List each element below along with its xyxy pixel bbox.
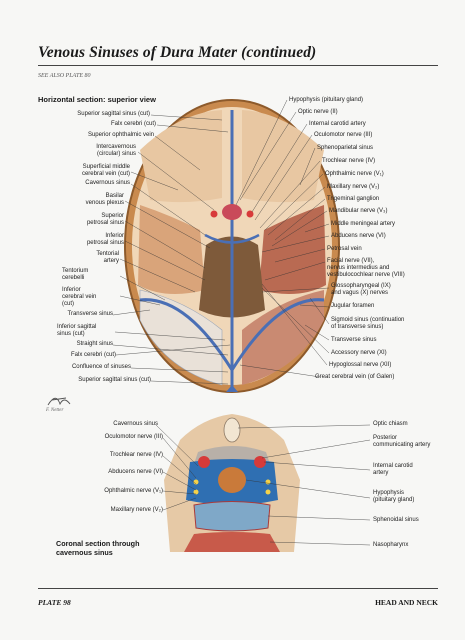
horizontal-label-right: Oculomotor nerve (III) bbox=[314, 132, 373, 138]
middle-fossa-right bbox=[259, 205, 326, 294]
coronal-section-illustration bbox=[164, 414, 300, 552]
horizontal-label-right: Maxillary nerve (V₂) bbox=[327, 184, 380, 190]
anterior-fossa-left bbox=[140, 110, 222, 203]
horizontal-label-left: Falx cerebri (cut) bbox=[70, 352, 116, 358]
horizontal-label-right: Glossopharyngeal (IX)and vagus (X) nerve… bbox=[331, 283, 391, 296]
carotid-coronal-left bbox=[198, 456, 210, 468]
nerve-coronal-left-1 bbox=[193, 479, 199, 485]
page-title: Venous Sinuses of Dura Mater (continued) bbox=[38, 44, 317, 61]
horizontal-label-right: Trigeminal ganglion bbox=[327, 196, 380, 202]
coronal-label-right: Hypophysis(pituitary gland) bbox=[373, 490, 415, 503]
horizontal-label-left: Superior ophthalmic vein bbox=[87, 132, 154, 138]
horizontal-label-left: Superior sagittal sinus (cut) bbox=[78, 377, 151, 383]
horizontal-label-right: Hypophysis (pituitary gland) bbox=[289, 97, 364, 103]
tentorium-left bbox=[139, 289, 223, 386]
horizontal-label-right: Great cerebral vein (of Galen) bbox=[315, 374, 395, 380]
horizontal-label-left: Confluence of sinuses bbox=[71, 364, 131, 370]
title-rule bbox=[38, 65, 438, 66]
horizontal-label-right: Petrosal vein bbox=[327, 246, 362, 252]
hypophysis-mark bbox=[222, 204, 242, 220]
carotid-coronal-right bbox=[254, 456, 266, 468]
optic-chiasm-mark bbox=[223, 417, 241, 443]
signature: F. Netter bbox=[46, 408, 64, 413]
horizontal-label-right: Sphenoparietal sinus bbox=[317, 145, 374, 151]
horizontal-label-right: Abducens nerve (VI) bbox=[331, 233, 386, 239]
coronal-label-left: Abducens nerve (VI) bbox=[108, 469, 163, 475]
horizontal-label-right: Mandibular nerve (V₃) bbox=[329, 208, 388, 214]
coronal-label-left: Ophthalmic nerve (V₁) bbox=[104, 488, 163, 494]
horizontal-label-left: Cavernous sinus bbox=[85, 180, 130, 186]
horizontal-label-right: Transverse sinus bbox=[331, 337, 377, 343]
horizontal-label-right: Facial nerve (VII),nervus intermedius an… bbox=[327, 258, 405, 278]
hypophysis-coronal bbox=[218, 467, 246, 493]
anterior-fossa-right bbox=[242, 110, 324, 203]
horizontal-label-right: Internal carotid artery bbox=[309, 121, 366, 127]
horizontal-label-right: Ophthalmic nerve (V₁) bbox=[325, 171, 384, 177]
nerve-coronal-right-1 bbox=[265, 479, 271, 485]
coronal-label-left: Oculomotor nerve (III) bbox=[104, 434, 163, 440]
see-also-note: SEE ALSO PLATE 80 bbox=[38, 73, 91, 79]
carotid-left-mark bbox=[210, 210, 218, 218]
coronal-label-left: Maxillary nerve (V₂) bbox=[110, 507, 163, 513]
coronal-label-right: Nasopharynx bbox=[373, 542, 409, 548]
horizontal-label-right: Jugular foramen bbox=[331, 303, 375, 309]
horizontal-label-left: Transverse sinus bbox=[67, 311, 113, 317]
coronal-label-left: Trochlear nerve (IV) bbox=[109, 452, 163, 458]
horizontal-label-left: Straight sinus bbox=[76, 341, 113, 347]
horizontal-label-right: Hypoglossal nerve (XII) bbox=[329, 362, 392, 368]
coronal-label-left: Cavernous sinus bbox=[113, 421, 158, 427]
plate-number: PLATE 98 bbox=[38, 598, 71, 607]
cerebellar-area-right bbox=[242, 290, 324, 385]
footer-rule bbox=[38, 588, 438, 589]
nerve-coronal-left-2 bbox=[193, 489, 199, 495]
horizontal-label-right: Optic nerve (II) bbox=[298, 109, 338, 115]
horizontal-label-left: Falx cerebri (cut) bbox=[110, 121, 156, 127]
horizontal-label-right: Accessory nerve (XI) bbox=[331, 350, 387, 356]
confluence-mark bbox=[226, 385, 238, 392]
horizontal-label-left: Superior sagittal sinus (cut) bbox=[77, 111, 150, 117]
sphenoidal-sinus bbox=[193, 501, 271, 532]
carotid-right-mark bbox=[246, 210, 254, 218]
nerve-coronal-right-2 bbox=[265, 489, 271, 495]
horizontal-label-right: Middle meningeal artery bbox=[331, 221, 396, 227]
signature-mark bbox=[47, 397, 71, 406]
nasopharynx bbox=[184, 532, 280, 552]
coronal-label-right: Sphenoidal sinus bbox=[373, 517, 419, 523]
horizontal-section-illustration bbox=[124, 99, 340, 393]
horizontal-label-right: Trochlear nerve (IV) bbox=[322, 158, 376, 164]
section-heading: Horizontal section: superior view bbox=[38, 95, 156, 104]
coronal-label-right: Optic chiasm bbox=[373, 421, 408, 427]
horizontal-label-left: Intercavernous(circular) sinus bbox=[96, 144, 136, 157]
transverse-sinus-line bbox=[139, 298, 325, 373]
region-label: HEAD AND NECK bbox=[375, 598, 438, 607]
cavernous-sinus-line bbox=[204, 233, 260, 244]
leader-lines bbox=[112, 99, 371, 546]
